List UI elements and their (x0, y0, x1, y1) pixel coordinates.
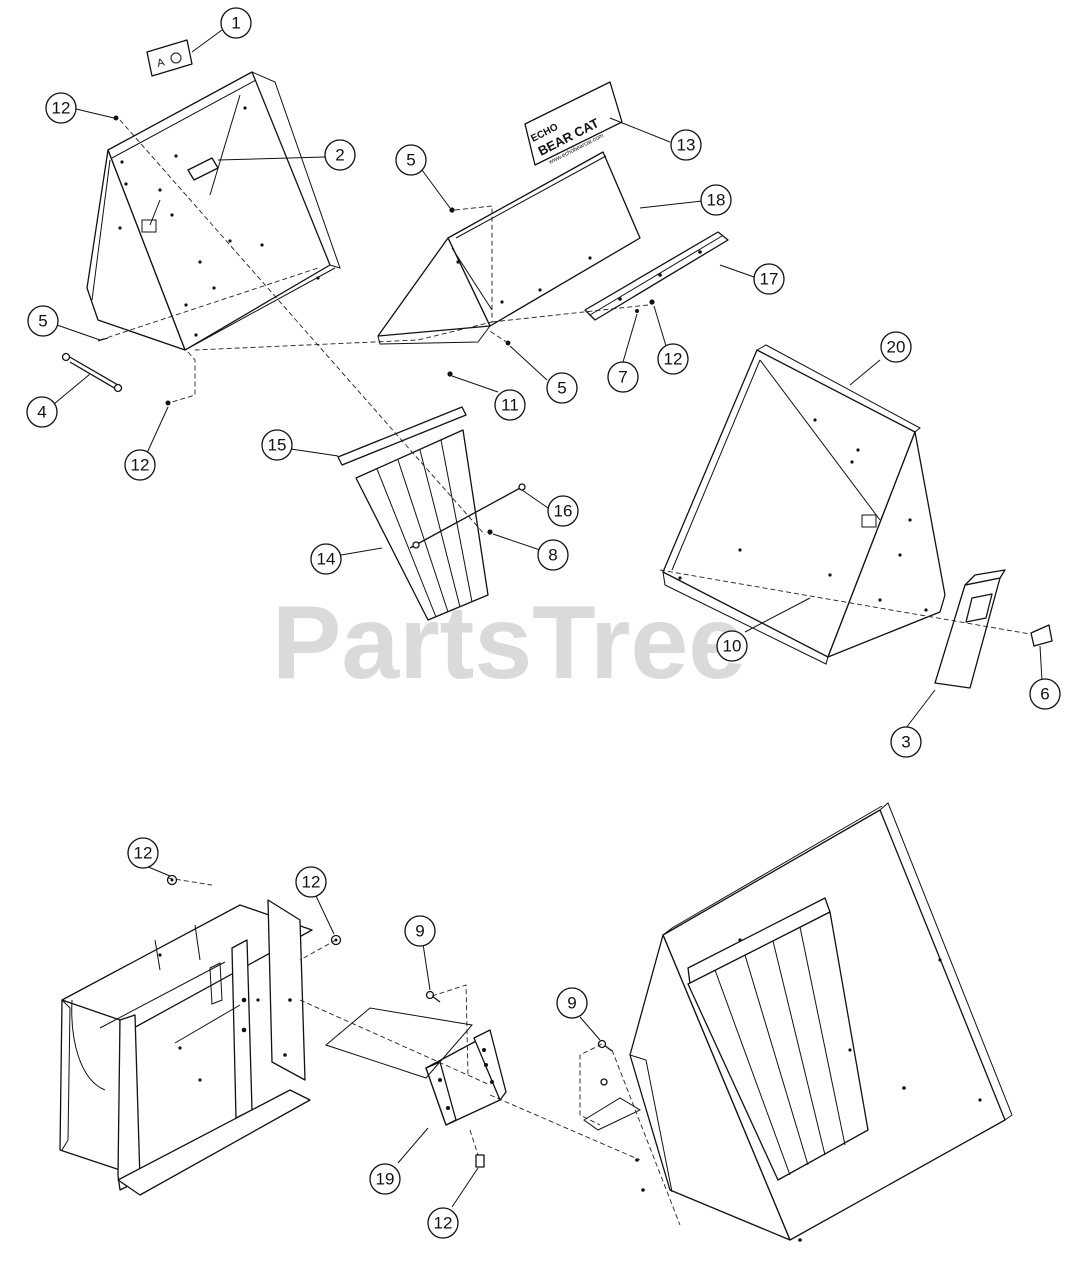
callout-12: 12 (427, 1207, 459, 1239)
svg-text:4: 4 (37, 403, 46, 422)
callout-8: 8 (537, 539, 569, 571)
svg-text:9: 9 (567, 994, 576, 1013)
callout-14: 14 (310, 543, 342, 575)
svg-text:17: 17 (760, 270, 779, 289)
hopper-left-window (187, 157, 219, 181)
hopper-right-assembly (662, 344, 946, 665)
callout-19: 19 (369, 1163, 401, 1195)
svg-text:5: 5 (406, 151, 415, 170)
mounting-frame-assembly (59, 899, 313, 1196)
svg-text:18: 18 (707, 191, 726, 210)
svg-text:12: 12 (52, 99, 71, 118)
svg-text:13: 13 (677, 136, 696, 155)
svg-text:12: 12 (664, 350, 683, 369)
alignment-lines (99, 119, 1031, 1226)
svg-text:20: 20 (887, 338, 906, 357)
bottom-bolts (425, 990, 613, 1168)
svg-text:6: 6 (1040, 685, 1049, 704)
callout-17: 17 (753, 263, 785, 295)
callout-16: 16 (547, 495, 579, 527)
callout-6: 6 (1029, 678, 1061, 710)
svg-text:5: 5 (38, 312, 47, 331)
svg-text:12: 12 (134, 844, 153, 863)
bear-cat-decal-part-13: ECHO BEAR CAT www.echobearcat.com (524, 81, 623, 166)
top-left-fasteners (61, 115, 171, 406)
callout-9: 9 (404, 915, 436, 947)
leader-lines (53, 29, 1043, 1208)
svg-text:12: 12 (434, 1214, 453, 1233)
partstree-watermark: PartsTree (272, 585, 746, 701)
callout-10: 10 (716, 630, 748, 662)
svg-text:3: 3 (901, 733, 910, 752)
callout-9: 9 (556, 987, 588, 1019)
gasket-plate (324, 1007, 473, 1079)
svg-text:7: 7 (618, 368, 627, 387)
callout-4: 4 (26, 396, 58, 428)
callout-15: 15 (261, 429, 293, 461)
deflector-flap-assembly (337, 406, 526, 621)
callout-12: 12 (657, 343, 689, 375)
svg-text:9: 9 (415, 922, 424, 941)
svg-text:1: 1 (231, 14, 240, 33)
callout-12: 12 (45, 92, 77, 124)
callout-12: 12 (295, 866, 327, 898)
svg-text:A: A (156, 56, 167, 70)
svg-text:11: 11 (501, 396, 519, 415)
hopper-assembled-view (629, 802, 1013, 1242)
warning-decal-part-1: A (146, 39, 193, 77)
gasket-plate-right (583, 1097, 642, 1131)
callout-12: 12 (127, 837, 159, 869)
callout-1: 1 (220, 7, 252, 39)
callout-12: 12 (124, 449, 156, 481)
callout-2: 2 (324, 139, 356, 171)
callout-5: 5 (546, 372, 578, 404)
callout-3: 3 (890, 726, 922, 758)
callout-7: 7 (607, 361, 639, 393)
callout-5: 5 (395, 144, 427, 176)
svg-text:8: 8 (548, 546, 557, 565)
svg-text:5: 5 (557, 379, 566, 398)
svg-text:19: 19 (376, 1170, 395, 1189)
svg-text:16: 16 (554, 502, 573, 521)
callout-20: 20 (880, 331, 912, 363)
chute-upper-assembly (377, 151, 729, 345)
svg-text:2: 2 (335, 146, 344, 165)
callout-13: 13 (670, 129, 702, 161)
callout-18: 18 (700, 184, 732, 216)
label-part-6 (1030, 624, 1053, 647)
side-cover-part-3 (934, 569, 1006, 689)
svg-text:14: 14 (317, 550, 336, 569)
svg-text:15: 15 (268, 436, 287, 455)
callout-5: 5 (27, 305, 59, 337)
svg-text:12: 12 (302, 873, 321, 892)
svg-text:12: 12 (131, 456, 150, 475)
callout-11: 11 (494, 389, 526, 421)
svg-text:10: 10 (723, 637, 742, 656)
bracket-part-19 (425, 1029, 507, 1126)
hopper-left-assembly (86, 71, 341, 351)
